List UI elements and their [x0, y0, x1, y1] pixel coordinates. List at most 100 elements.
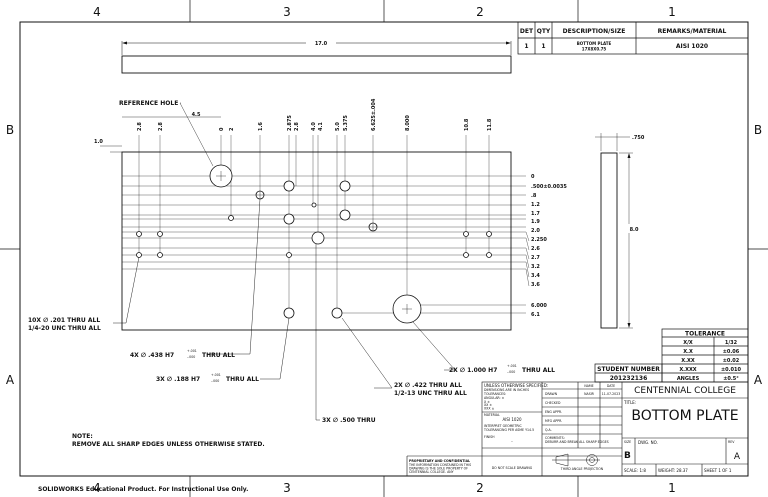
bom-qty: 1: [541, 43, 545, 50]
zone-right-a: A: [754, 373, 763, 387]
title-block: UNLESS OTHERWISE SPECIFIED: DIMENSIONS A…: [406, 381, 749, 477]
callout-188-upper: +.001: [211, 373, 221, 377]
zone-top-1: 1: [668, 5, 676, 19]
size-value: B: [624, 451, 631, 461]
xdim-14: 10.8: [464, 118, 470, 131]
ydim-6: 1.9: [531, 219, 540, 225]
tol-label-5: ANGLES: [677, 376, 700, 382]
unless-5: X ±: [484, 400, 490, 404]
zone-right-b: B: [754, 123, 762, 137]
xdim-11: 5.375: [343, 115, 349, 131]
unless-9: TOLERANCING PER ASME Y14.5: [483, 428, 534, 432]
callout-188-main: 3X ∅ .188 H7: [156, 376, 200, 383]
callout-188-thru: THRU ALL: [226, 376, 259, 383]
front-view: 1.0 REFERENCE HOLE 4.5 2.8 2.8 0 2 1.6 2…: [28, 98, 567, 424]
proprietary-3: CENTENNIAL COLLEGE. ANY: [409, 470, 454, 474]
xdim-2: 2.8: [158, 122, 164, 131]
projection-label: THIRD ANGLE PROJECTION: [560, 467, 604, 471]
xdim-9: 4.1: [318, 122, 324, 131]
bom-header-remarks: REMARKS/MATERIAL: [658, 28, 727, 35]
callout-tapped-holes-1: 10X ∅ .201 THRU ALL: [28, 317, 100, 324]
zone-top-4: 4: [93, 5, 101, 19]
material-label: MATERIAL: [484, 413, 500, 417]
third-angle-projection-icon: [552, 453, 600, 467]
drawn-date: 11-07-2023: [602, 392, 621, 396]
proprietary-2: DRAWING IS THE SOLE PROPERTY OF: [409, 467, 468, 471]
ydim-4: 1.2: [531, 202, 540, 208]
unless-3: TOLERANCES:: [483, 392, 506, 396]
note-title: NOTE:: [72, 433, 93, 440]
unless-6: XX ±: [484, 403, 492, 407]
bom-desc-2: 17X8X0.75: [582, 47, 607, 52]
ydim-2: .500±0.0035: [531, 184, 567, 190]
xdim-10: 5.0: [335, 122, 341, 131]
ydim-1: 0: [531, 174, 535, 180]
callout-438-upper: +.001: [187, 349, 197, 353]
ydim-12: 3.4: [531, 273, 540, 279]
unless-7: XXX ±: [484, 407, 495, 411]
sheet-text: SHEET 1 OF 1: [704, 468, 732, 473]
ydim-11: 3.2: [531, 264, 540, 270]
tol-value-2: ±0.06: [723, 349, 740, 355]
role-eng: ENG APPR.: [545, 410, 562, 414]
student-number-value: 201232136: [610, 375, 648, 382]
xdim-15: 11.8: [487, 118, 493, 131]
bom-det: 1: [524, 43, 528, 50]
callout-1000-thru: THRU ALL: [522, 367, 555, 374]
drawn-name: NASIR: [584, 392, 595, 396]
finish-label: FINISH: [484, 435, 495, 439]
tol-label-2: X.X: [683, 349, 693, 355]
xdim-1: 2.8: [137, 122, 143, 131]
xdim-3: 0: [219, 127, 225, 131]
tol-value-1: 1/32: [725, 340, 738, 346]
title-label: TITLE:: [623, 400, 636, 405]
callout-422-2: 1/2-13 UNC THRU ALL: [394, 390, 467, 397]
date-header: DATE: [607, 384, 615, 388]
weight-text: WEIGHT: 28.37: [658, 468, 688, 473]
scale-text: SCALE: 1:8: [624, 468, 646, 473]
xdim-13: 8.000: [405, 115, 411, 131]
bom-table: DET QTY DESCRIPTION/SIZE REMARKS/MATERIA…: [517, 21, 749, 55]
role-checked: CHECKED: [545, 401, 561, 405]
role-qa: Q.A.: [545, 428, 552, 432]
callout-422-1: 2X ∅ .422 THRU ALL: [394, 382, 462, 389]
height-dim: 8.0: [630, 227, 639, 233]
role-drawn: DRAWN: [545, 392, 558, 396]
zone-left-a: A: [6, 373, 15, 387]
xdim-8: 4.0: [311, 122, 317, 131]
no-scale-note: DO NOT SCALE DRAWING: [492, 466, 533, 470]
unless-8: INTERPRET GEOMETRIC: [484, 424, 522, 428]
tol-label-3: X.XX: [681, 358, 695, 364]
unless-1: UNLESS OTHERWISE SPECIFIED:: [484, 383, 548, 388]
unless-4: ANGULAR: ±: [484, 396, 505, 400]
zone-labels: 4 3 2 1 4 3 2 1 B A B A: [6, 5, 763, 495]
bom-header-qty: QTY: [537, 28, 551, 35]
top-offset-dim: 1.0: [94, 139, 103, 145]
note-text: REMOVE ALL SHARP EDGES UNLESS OTHERWISE …: [72, 441, 265, 448]
ydim-7: 2.0: [531, 228, 540, 234]
top-view: 17.0: [121, 38, 512, 74]
educational-footer: SOLIDWORKS Educational Product. For Inst…: [38, 486, 248, 493]
xdim-4: 2: [229, 127, 235, 131]
zone-top-2: 2: [476, 5, 484, 19]
reference-hole-dim: 4.5: [192, 112, 201, 118]
zone-left-b: B: [6, 123, 14, 137]
college-name: CENTENNIAL COLLEGE: [634, 386, 736, 396]
callout-tapped-holes-2: 1/4-20 UNC THRU ALL: [28, 325, 101, 332]
ydim-3: .8: [531, 193, 537, 199]
ydim-5: 1.7: [531, 211, 540, 217]
side-view: .750 8.0: [595, 133, 645, 329]
plate-outline: [121, 151, 512, 331]
proprietary-1: THE INFORMATION CONTAINED IN THIS: [408, 463, 471, 467]
unless-2: DIMENSIONS ARE IN INCHES: [484, 388, 529, 392]
role-comments: COMMENTS:: [545, 436, 565, 440]
callout-188-lower: -.000: [211, 379, 219, 383]
name-header: NAME: [584, 384, 593, 388]
ydim-10: 2.7: [531, 255, 540, 261]
tol-label-4: X.XXX: [679, 367, 696, 373]
student-number-label: STUDENT NUMBER: [597, 366, 660, 373]
drawing-title: BOTTOM PLATE: [631, 408, 738, 424]
size-label: SIZE: [624, 440, 631, 444]
dwg-label: DWG. NO.: [638, 440, 658, 445]
